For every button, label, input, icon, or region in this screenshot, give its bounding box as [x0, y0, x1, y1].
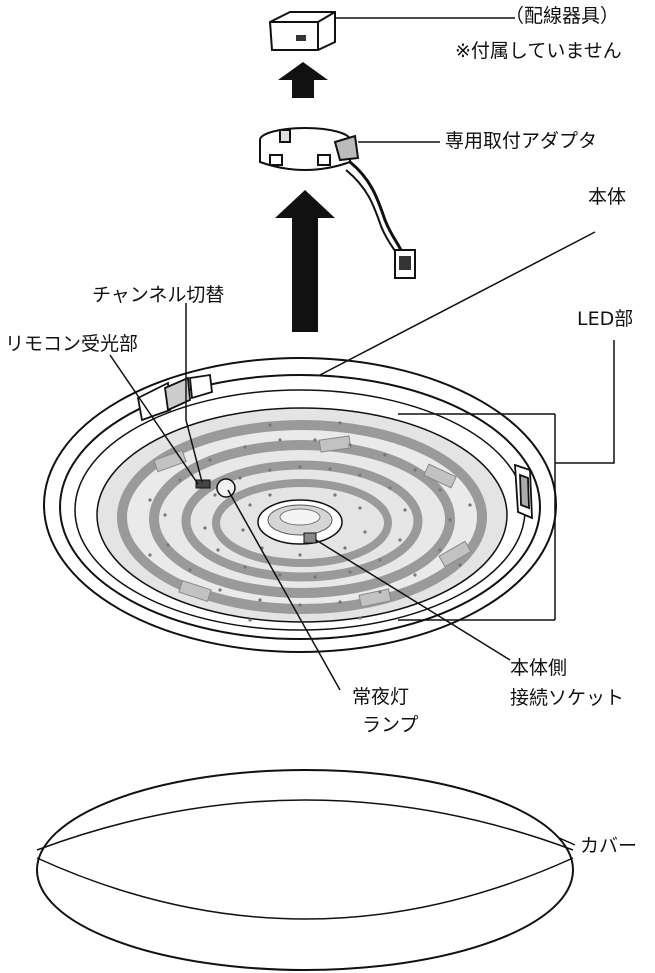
label-body-socket-2: 接続ソケット	[510, 687, 625, 709]
led-plate-shape	[96, 407, 508, 623]
wiring-device-shape	[268, 11, 336, 51]
body-clip-left	[136, 373, 213, 422]
adapter-shape	[259, 127, 416, 279]
body-clip-right	[514, 463, 533, 520]
label-night-lamp-2: ランプ	[362, 714, 419, 736]
label-led-unit: LED部	[577, 308, 634, 330]
label-main-body: 本体	[588, 186, 627, 208]
label-adapter: 専用取付アダプタ	[445, 130, 598, 152]
label-channel-switch: チャンネル切替	[92, 284, 225, 306]
label-night-lamp-1: 常夜灯	[352, 686, 410, 708]
arrow-up-large	[275, 190, 335, 332]
label-body-socket-1: 本体側	[510, 657, 568, 679]
arrow-up-small	[278, 62, 328, 98]
label-remote-receiver: リモコン受光部	[5, 333, 139, 355]
label-cover: カバー	[580, 835, 638, 857]
cover-shape	[36, 769, 574, 971]
label-wiring-device: （配線器具）	[505, 5, 620, 27]
label-not-included: ※付属していません	[455, 40, 622, 62]
